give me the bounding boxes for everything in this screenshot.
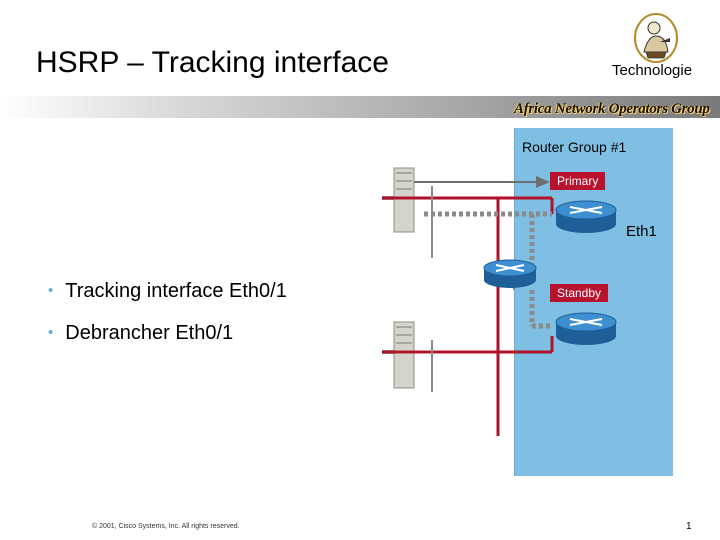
- router-icon: [483, 259, 537, 288]
- router-icon: [555, 312, 617, 345]
- gray-links: [431, 186, 515, 392]
- bullet-item: • Debrancher Eth0/1: [48, 322, 233, 345]
- bullet-text: Debrancher Eth0/1: [65, 322, 234, 344]
- primary-tag: Primary: [550, 172, 606, 190]
- server-icon: [382, 167, 415, 233]
- bullet-dot-icon: •: [48, 282, 54, 299]
- standby-tag: Standby: [550, 284, 609, 302]
- brand-label: Technologie: [612, 62, 693, 79]
- bullet-dot-icon: •: [48, 324, 54, 341]
- interface-label: Eth1: [626, 223, 657, 240]
- page-number: 1: [686, 521, 692, 532]
- router-group-label: Router Group #1: [522, 139, 627, 155]
- logo-icon: [634, 13, 678, 63]
- dotted-links: [424, 211, 552, 329]
- copyright-text: © 2001, Cisco Systems, Inc. All rights r…: [92, 523, 240, 530]
- red-links: [382, 196, 554, 436]
- arrow-icon: [414, 176, 550, 188]
- header-bar: [0, 96, 720, 118]
- bullet-text: Tracking interface Eth0/1: [65, 280, 287, 302]
- router-icon: [555, 200, 617, 233]
- page-title: HSRP – Tracking interface: [36, 46, 389, 79]
- banner-text: Africa Network Operators Group: [514, 101, 710, 117]
- server-icon: [382, 321, 415, 389]
- bullet-item: • Tracking interface Eth0/1: [48, 280, 287, 303]
